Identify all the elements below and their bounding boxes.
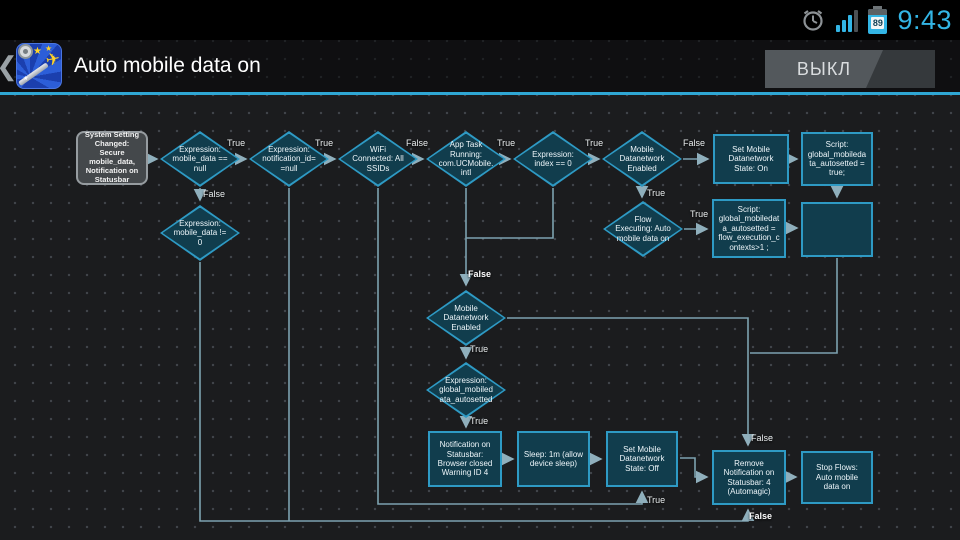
star-icon: ★ <box>33 46 42 57</box>
flow-enabled-toggle[interactable]: ВЫКЛ <box>765 50 935 88</box>
alarm-clock-icon <box>803 10 824 31</box>
sparkle-icon: ★ <box>23 75 29 82</box>
edge-label-true: True <box>315 138 334 148</box>
edge-label-false: False <box>749 511 773 521</box>
node-cond-mobile-datanetwork-enabled-1[interactable]: Mobile Datanetwork Enabled <box>602 131 682 187</box>
edge-label-true: True <box>470 344 489 354</box>
edge-label-true: True <box>647 188 666 198</box>
node-action-script-autosetted-true[interactable]: Script: global_mobiledata_autosetted = t… <box>801 132 873 186</box>
node-action-notification-browser-closed[interactable]: Notification on Statusbar: Browser close… <box>428 431 502 487</box>
toggle-thumb: ВЫКЛ <box>765 50 883 88</box>
node-action-set-mobile-on[interactable]: Set Mobile Datanetwork State: On <box>713 134 789 184</box>
actionbar-accent-line <box>0 92 960 95</box>
edge-label-true: True <box>227 138 246 148</box>
node-action-empty[interactable] <box>801 202 873 257</box>
status-clock: 9:43 <box>897 4 952 35</box>
automagic-app-icon[interactable]: ★ ★ ✈ ★ <box>16 43 62 89</box>
edge-label-false: False <box>203 189 226 199</box>
edge-label-true: True <box>585 138 604 148</box>
node-cond-index-0[interactable]: Expression: index == 0 <box>513 131 593 187</box>
node-trigger-system-setting[interactable]: System Setting Changed: Secure mobile_da… <box>76 131 148 185</box>
signal-strength-icon <box>836 8 859 32</box>
gear-icon <box>20 46 31 57</box>
node-cond-mobile-data-null[interactable]: Expression: mobile_data == null <box>160 131 240 187</box>
toggle-label: ВЫКЛ <box>796 58 852 79</box>
back-button[interactable]: ❮ <box>0 40 18 92</box>
battery-level: 89 <box>871 17 885 29</box>
star-icon: ★ <box>45 44 53 53</box>
node-label: System Setting Changed: Secure mobile_da… <box>84 130 140 184</box>
edge-label-false: False <box>406 138 429 148</box>
node-action-stop-flows[interactable]: Stop Flows: Auto mobile data on <box>801 451 873 504</box>
edge-label-false: False <box>468 269 492 279</box>
edge-label-true: True <box>647 495 666 505</box>
battery-icon: 89 <box>868 6 888 34</box>
page-title: Auto mobile data on <box>74 54 261 77</box>
node-cond-notification-id-null[interactable]: Expression: notification_id==null <box>249 131 329 187</box>
edge-label-true: True <box>690 209 709 219</box>
node-action-set-mobile-off[interactable]: Set Mobile Datanetwork State: Off <box>606 431 678 487</box>
node-cond-app-task-running[interactable]: App Task Running: com.UCMobile.intl <box>426 131 506 187</box>
node-cond-flow-executing[interactable]: Flow Executing: Auto mobile data on <box>603 201 683 257</box>
node-action-remove-notification[interactable]: Remove Notification on Statusbar: 4 (Aut… <box>712 450 786 505</box>
edge-label-false: False <box>683 138 706 148</box>
node-cond-global-autosetted[interactable]: Expression: global_mobiledata_autosetted <box>426 362 506 418</box>
status-bar: 89 9:43 <box>0 0 960 40</box>
node-action-sleep-1m[interactable]: Sleep: 1m (allow device sleep) <box>517 431 590 487</box>
edge-label-false: False <box>751 433 774 443</box>
node-cond-mobile-datanetwork-enabled-2[interactable]: Mobile Datanetwork Enabled <box>426 290 506 346</box>
edge-label-true: True <box>470 416 489 426</box>
node-cond-mobile-data-ne-0[interactable]: Expression: mobile_data != 0 <box>160 205 240 261</box>
edge-label-true: True <box>497 138 516 148</box>
back-chevron-icon: ❮ <box>0 51 18 82</box>
action-bar: ❮ ★ ★ ✈ ★ Auto mobile data on ВЫКЛ <box>0 40 960 92</box>
node-cond-wifi-connected[interactable]: WiFi Connected: All SSIDs <box>338 131 418 187</box>
toggle-underline <box>768 88 866 90</box>
node-action-script-autosetted-contexts[interactable]: Script: global_mobiledata_autosetted = f… <box>712 199 786 258</box>
